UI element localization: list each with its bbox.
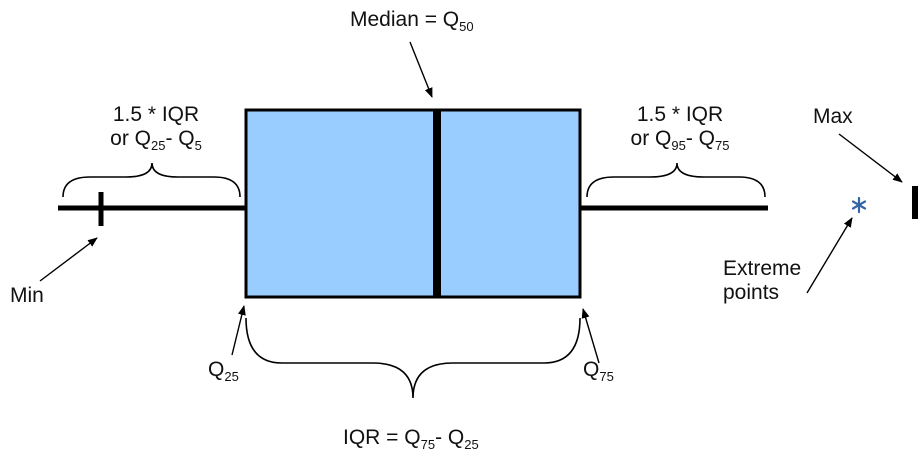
asterisk-icon (851, 196, 867, 214)
q25-arrow (231, 305, 246, 356)
left-whisker-label-line2: or Q25- Q5 (110, 127, 202, 153)
left-whisker-brace (62, 162, 241, 198)
extreme-points-arrow (806, 217, 853, 294)
max-arrow (838, 133, 903, 183)
iqr-formula-label: IQR = Q75- Q25 (343, 426, 479, 452)
right-whisker-label: 1.5 * IQR or Q95- Q75 (610, 103, 750, 153)
min-arrow (39, 237, 98, 282)
median-label: Median = Q50 (350, 8, 474, 34)
left-whisker-label-line1: 1.5 * IQR (112, 103, 200, 126)
max-label: Max (813, 105, 853, 128)
min-label: Min (10, 284, 44, 307)
iqr-box (244, 108, 582, 299)
extreme-points-label: Extreme points (723, 257, 802, 304)
q75-arrow (581, 308, 600, 364)
right-whisker-label-line1: 1.5 * IQR (636, 103, 724, 126)
q75-label: Q75 (583, 358, 614, 384)
right-whisker-brace (586, 162, 766, 198)
median-arrow (409, 41, 433, 98)
right-whisker-label-line2: or Q95- Q75 (630, 127, 730, 153)
q25-label: Q25 (208, 358, 239, 384)
left-whisker-label: 1.5 * IQR or Q25- Q5 (86, 103, 226, 153)
iqr-brace (245, 317, 581, 399)
